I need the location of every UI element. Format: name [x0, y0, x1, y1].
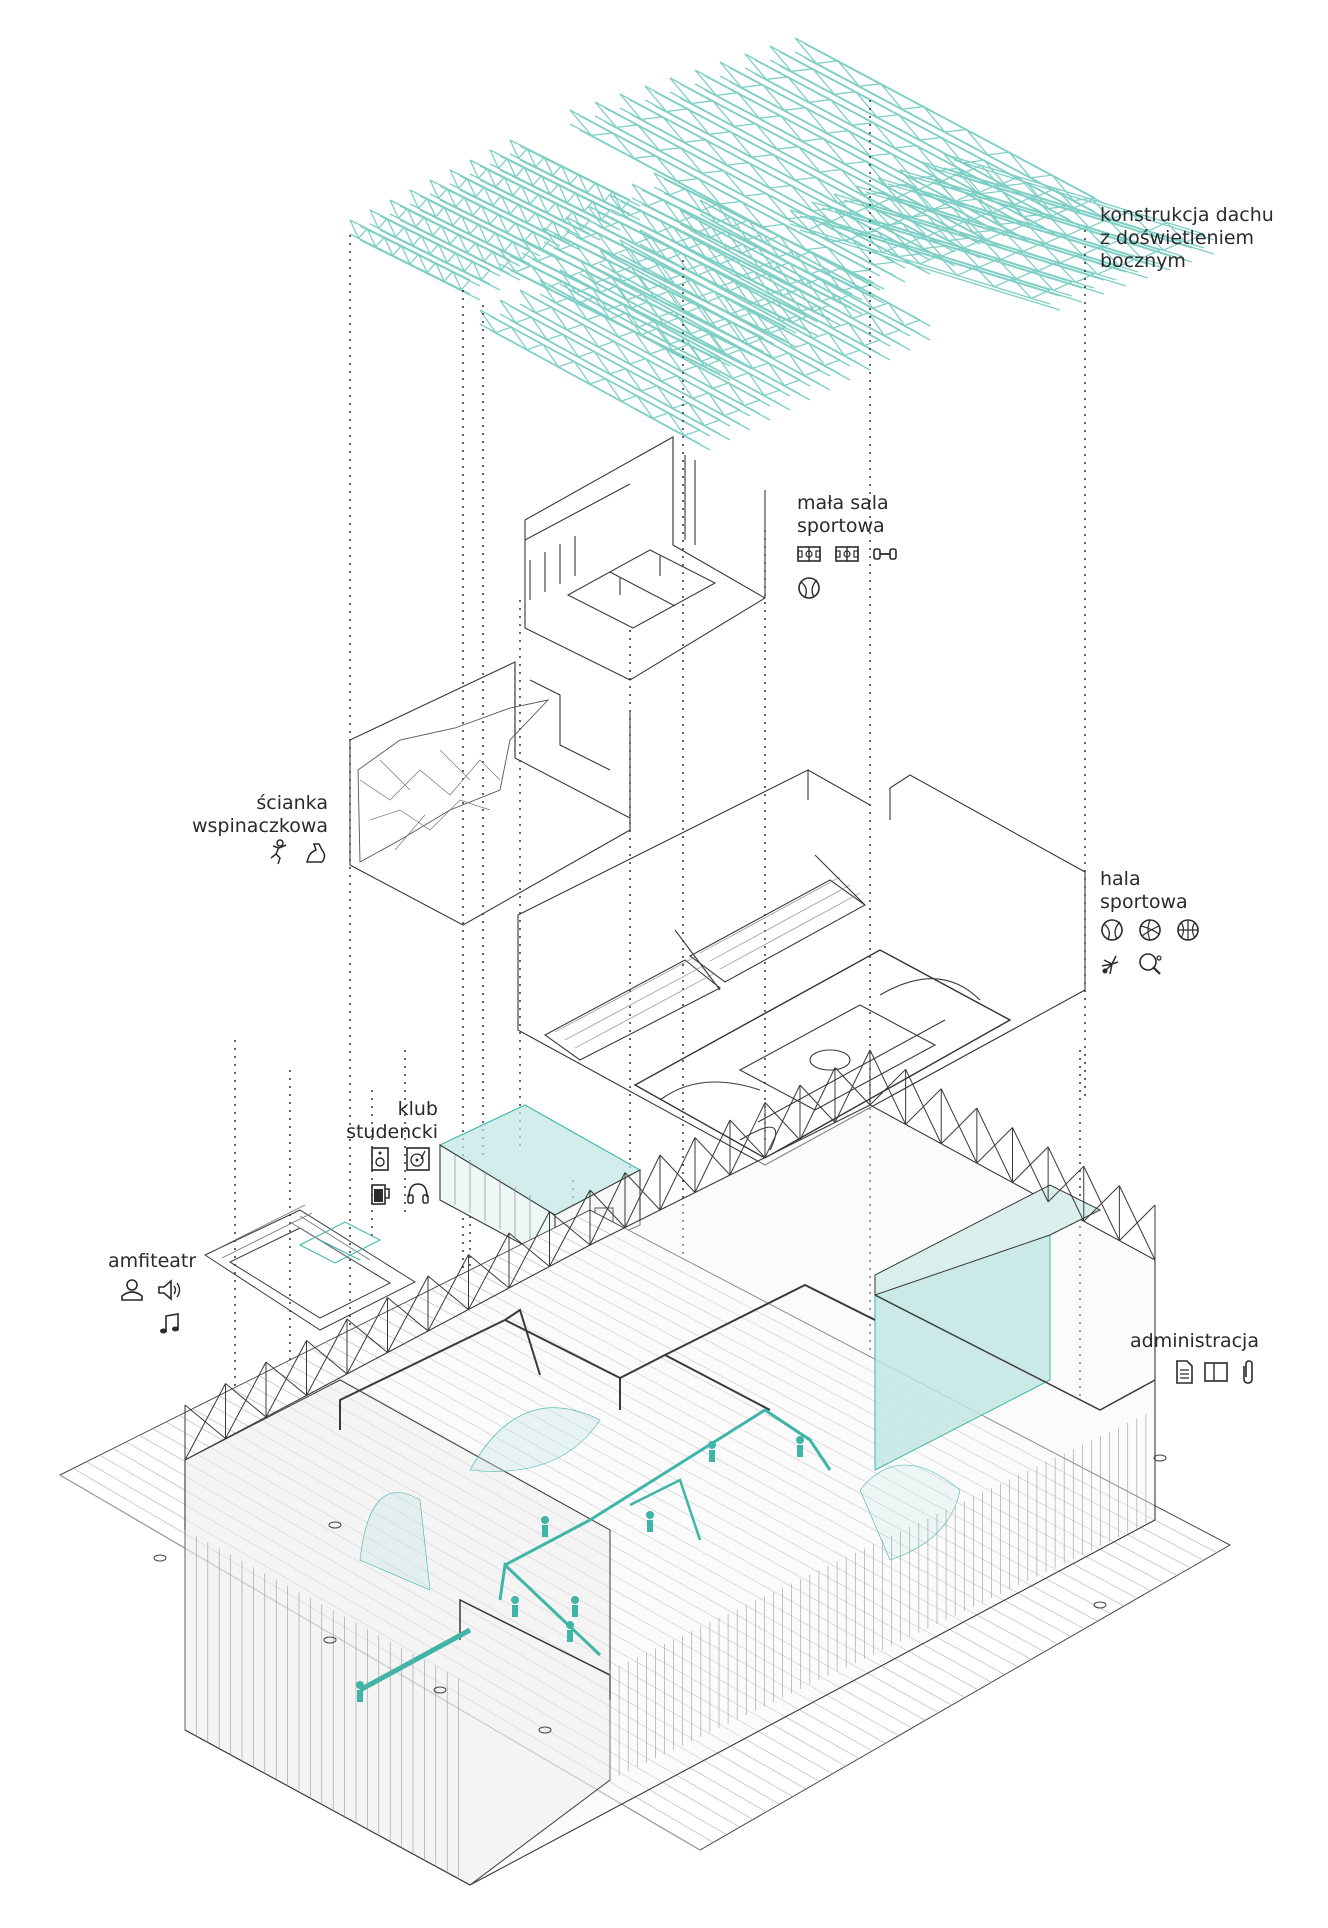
roof-truss: [429, 179, 561, 261]
label-sports-hall: hala sportowa: [1100, 868, 1188, 914]
roof-truss: [559, 269, 791, 411]
football-pitch-icon: [797, 546, 821, 562]
label-line: klub: [397, 1098, 438, 1120]
tennis-ball-icon: [1101, 919, 1123, 941]
shuttlecock-icon: [1101, 955, 1119, 975]
sports-hall-volume: [517, 769, 1086, 1166]
paperclip-icon: [1243, 1360, 1253, 1384]
roof-truss: [389, 199, 521, 281]
roof-truss: [489, 149, 621, 231]
roof-truss: [587, 205, 819, 337]
label-roof-structure: konstrukcja dachu z doświetleniem boczny…: [1100, 204, 1274, 273]
roof-truss: [569, 109, 881, 291]
roof-truss-layer: [349, 37, 1215, 451]
label-line: hala: [1100, 868, 1141, 890]
icons-amphitheatre: [104, 1276, 184, 1338]
document-icon: [1176, 1360, 1193, 1384]
icons-administration: [1170, 1358, 1262, 1386]
label-line: mała sala: [797, 492, 889, 514]
amphitheatre-volume: [203, 1204, 417, 1331]
roof-truss: [469, 159, 601, 241]
person-icon: [121, 1279, 143, 1301]
roof-truss: [499, 299, 731, 441]
headphones-icon: [407, 1183, 429, 1204]
roof-truss: [619, 93, 931, 275]
roof-truss: [669, 77, 981, 259]
label-climbing-wall: ścianka wspinaczkowa: [180, 792, 328, 838]
label-line: ścianka: [256, 792, 328, 814]
roof-truss: [349, 219, 481, 301]
roof-truss: [509, 139, 641, 221]
beer-mug-icon: [371, 1184, 390, 1205]
label-amphitheatre: amfiteatr: [108, 1250, 196, 1273]
roof-truss: [369, 209, 501, 291]
music-note-icon: [160, 1313, 179, 1334]
loudspeaker-icon: [158, 1279, 181, 1301]
tennis-ball-icon: [798, 577, 820, 599]
roof-truss: [694, 69, 1006, 251]
basketball-icon: [1177, 919, 1199, 941]
roof-truss: [921, 161, 1193, 263]
football-pitch-icon: [835, 546, 859, 562]
icons-small-sports-hall: [795, 540, 900, 602]
roof-truss: [539, 279, 771, 421]
roof-truss: [619, 239, 851, 381]
roof-truss: [789, 209, 1061, 311]
roof-truss: [877, 177, 1149, 279]
label-line: z doświetleniem: [1100, 227, 1255, 249]
small-sports-hall-volume: [524, 436, 766, 681]
book-icon: [1204, 1362, 1228, 1382]
roof-truss: [659, 219, 891, 361]
roof-truss: [833, 193, 1105, 295]
roof-truss: [609, 194, 841, 326]
roof-truss: [519, 289, 751, 431]
roof-truss: [699, 199, 931, 341]
roof-truss: [599, 249, 831, 391]
label-line: konstrukcja dachu: [1100, 204, 1274, 226]
roof-truss: [943, 153, 1215, 255]
roof-truss: [579, 259, 811, 401]
icons-climbing-wall: [264, 838, 330, 866]
roof-truss: [449, 169, 581, 251]
roof-truss: [811, 201, 1083, 303]
label-line: bocznym: [1100, 250, 1186, 272]
label-small-sports-hall: mała sala sportowa: [797, 492, 889, 538]
label-line: administracja: [1130, 1330, 1259, 1352]
roof-truss: [479, 309, 711, 451]
label-line: studencki: [346, 1121, 438, 1143]
record-player-icon: [406, 1147, 430, 1171]
label-line: sportowa: [1100, 891, 1188, 913]
roof-truss: [639, 229, 871, 371]
climber-icon: [270, 839, 287, 865]
table-tennis-icon: [1139, 953, 1162, 975]
label-administration: administracja: [1130, 1330, 1259, 1353]
label-line: wspinaczkowa: [191, 815, 328, 837]
label-student-club: klub studencki: [320, 1098, 438, 1144]
label-line: amfiteatr: [108, 1250, 197, 1272]
speaker-icon: [371, 1147, 389, 1171]
climbing-wall-volume: [349, 661, 631, 926]
main-building-base: [58, 1049, 1232, 1886]
dumbbell-icon: [873, 548, 897, 560]
icons-sports-hall: [1098, 916, 1208, 978]
people-figures: [356, 1436, 804, 1702]
flexed-arm-icon: [305, 843, 326, 863]
roof-truss: [679, 209, 911, 351]
roof-truss: [855, 185, 1127, 287]
volleyball-icon: [1139, 919, 1161, 941]
roof-truss: [899, 169, 1171, 271]
label-line: sportowa: [797, 515, 885, 537]
icons-student-club: [366, 1145, 440, 1207]
